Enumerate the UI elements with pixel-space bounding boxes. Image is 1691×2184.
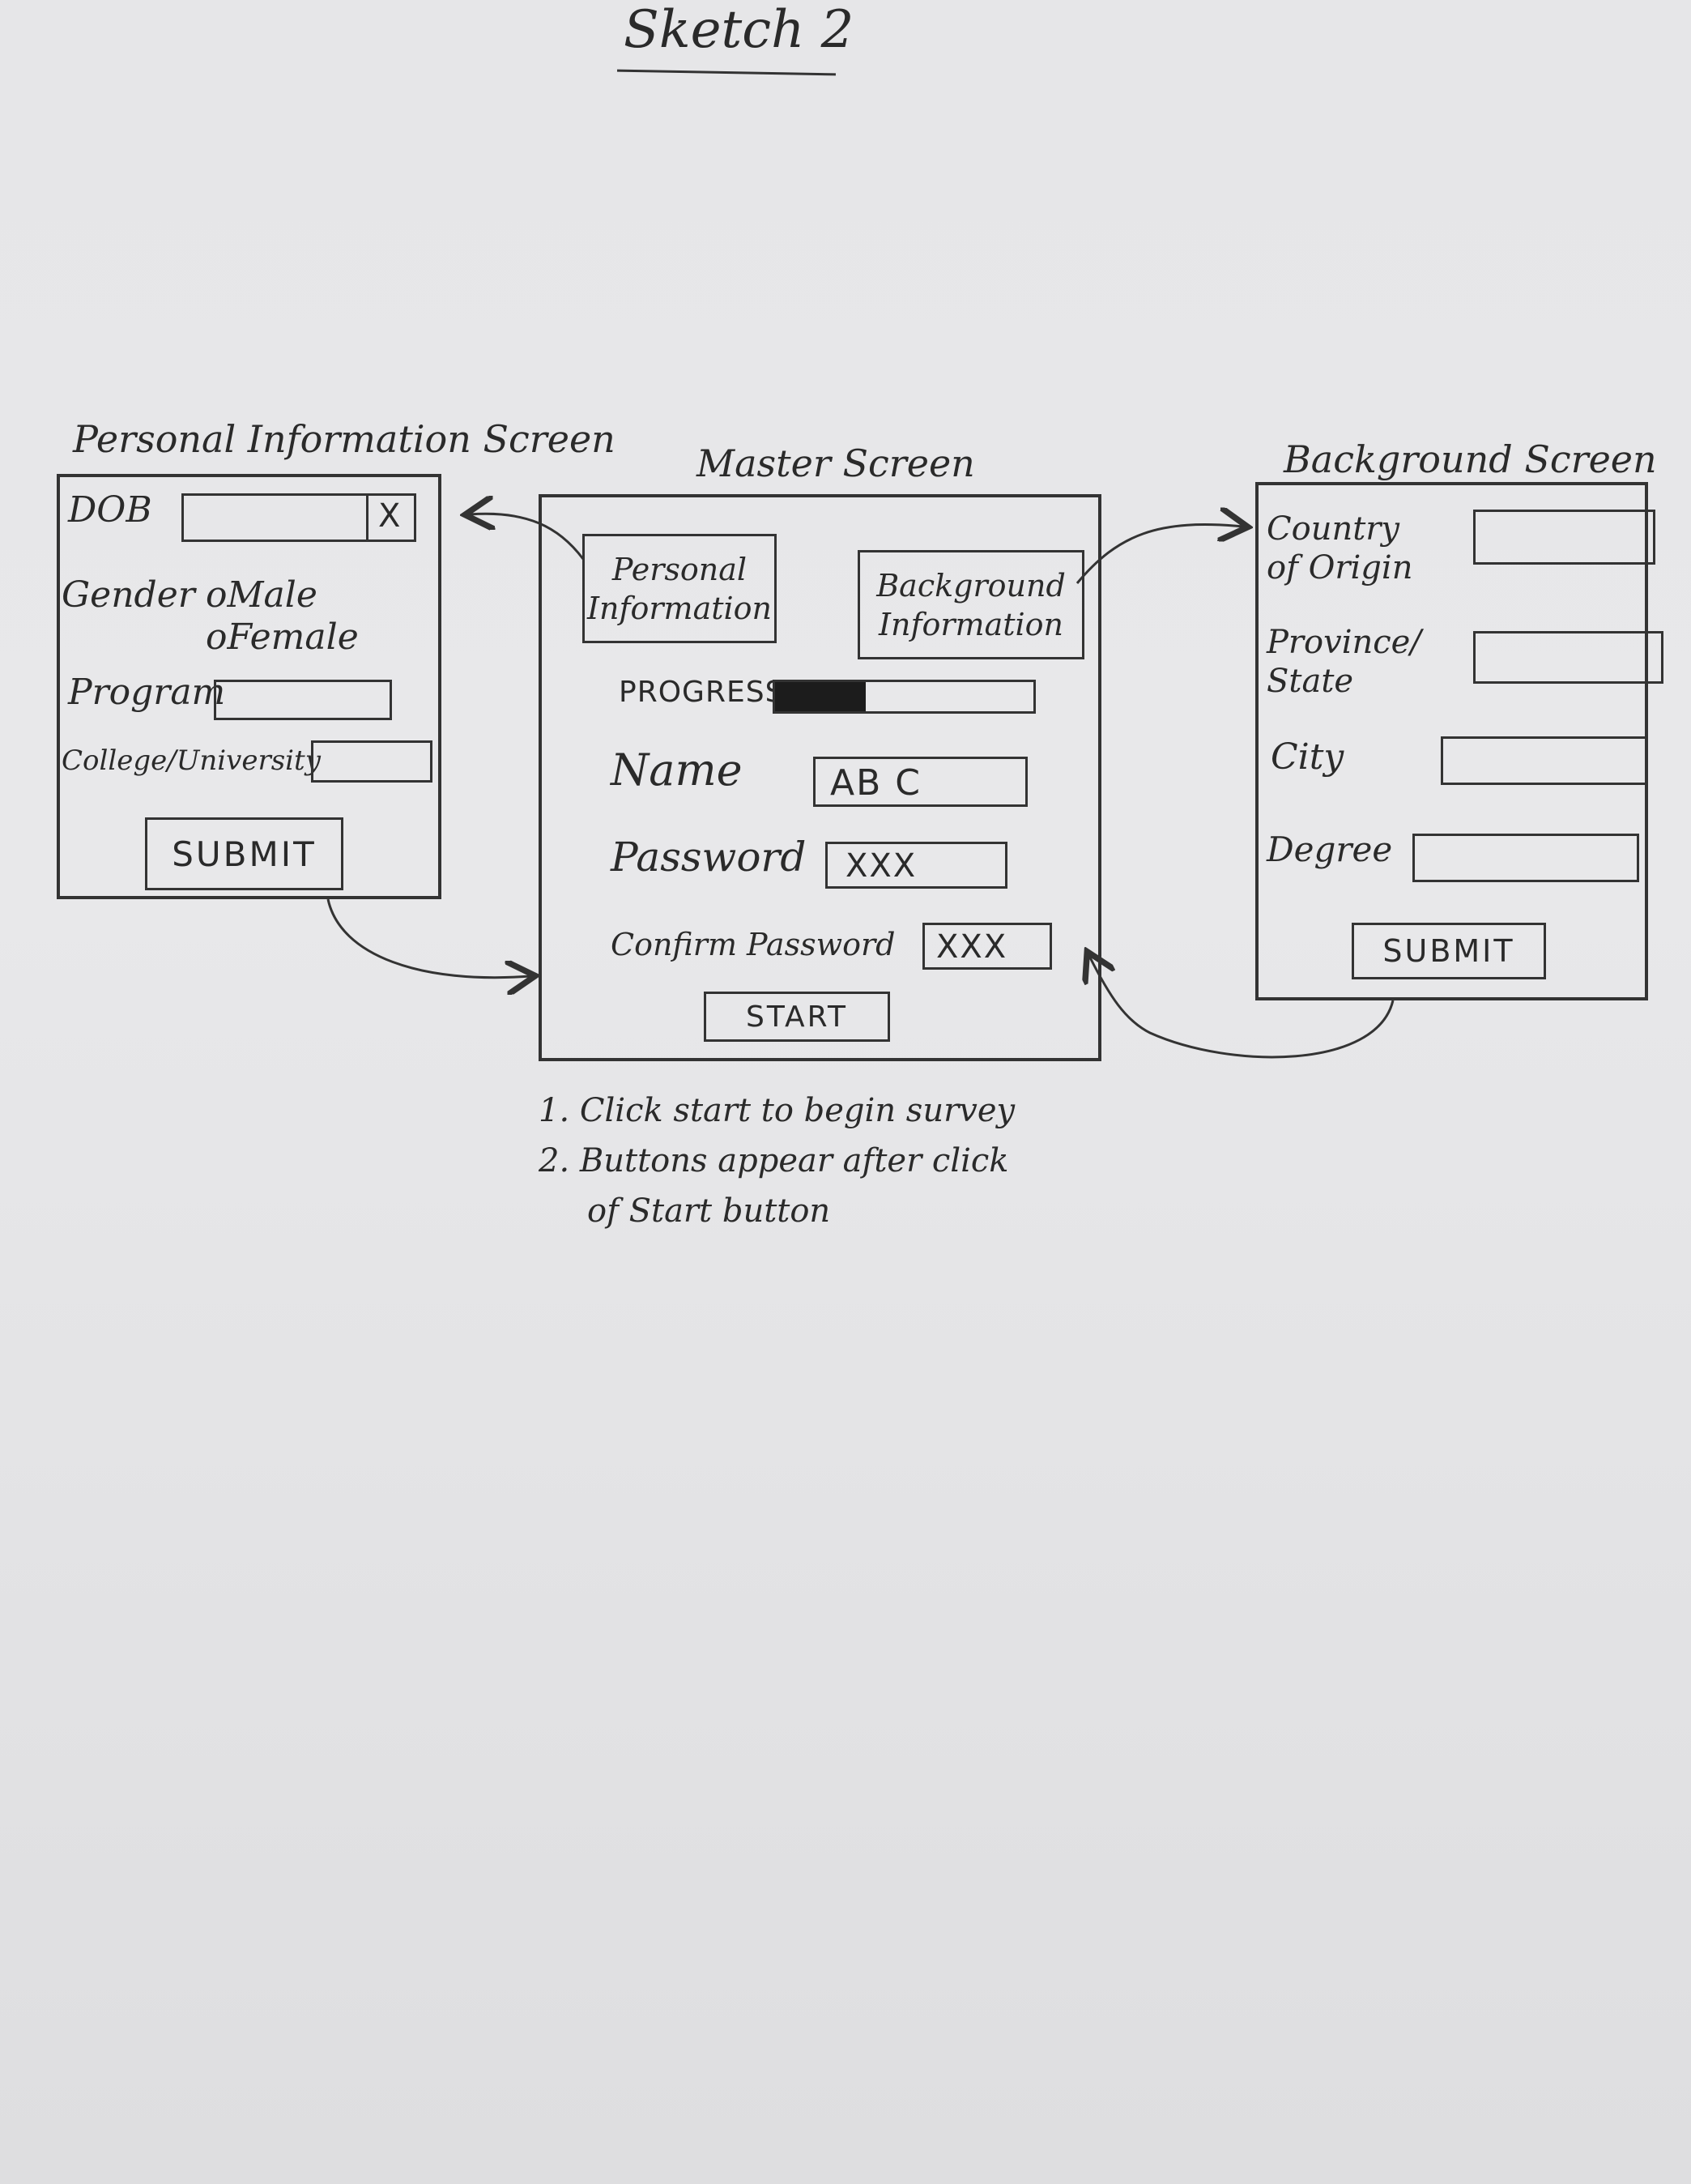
dob-clear-button[interactable]: X	[378, 497, 403, 535]
arrow-master-to-personal	[470, 514, 585, 560]
personal-info-button[interactable]: Personal Information	[582, 534, 777, 643]
gender-option-male[interactable]: oMale	[206, 574, 317, 616]
city-label: City	[1271, 736, 1344, 778]
note-1: 1. Click start to begin survey	[539, 1092, 1016, 1129]
arrow-background-to-master	[1089, 956, 1395, 1059]
name-field[interactable]: AB C	[813, 757, 1028, 807]
country-field[interactable]	[1473, 510, 1655, 565]
confirm-password-label: Confirm Password	[611, 927, 896, 962]
radio-icon: o	[206, 616, 228, 658]
province-label-line2: State	[1267, 663, 1354, 700]
password-value: XXX	[846, 847, 918, 885]
country-label: Country of Origin	[1267, 510, 1412, 587]
confirm-password-field[interactable]: XXX	[922, 923, 1052, 970]
radio-icon: o	[206, 574, 228, 616]
gender-option-female[interactable]: oFemale	[206, 616, 359, 658]
personal-submit-button[interactable]: SUBMIT	[145, 817, 343, 890]
note-2-continued: of Start button	[587, 1192, 831, 1230]
country-label-line2: of Origin	[1267, 549, 1413, 587]
master-screen: Personal Information Background Informat…	[539, 494, 1101, 1061]
arrow-master-to-background	[1076, 525, 1243, 584]
country-label-line1: Country	[1267, 510, 1400, 548]
start-button[interactable]: START	[704, 992, 890, 1042]
dob-field[interactable]: X	[181, 493, 416, 542]
gender-option-female-label: Female	[227, 616, 359, 658]
background-info-button[interactable]: Background Information	[858, 550, 1084, 659]
province-label: Province/ State	[1267, 623, 1421, 701]
dob-label: DOB	[68, 489, 152, 531]
personal-info-screen: DOB X Gender oMale oFemale Program Colle…	[57, 474, 441, 899]
college-label: College/University	[62, 744, 321, 777]
degree-field[interactable]	[1412, 834, 1639, 882]
degree-label: Degree	[1267, 830, 1393, 869]
name-label: Name	[611, 744, 743, 796]
province-label-line1: Province/	[1267, 624, 1421, 661]
password-label: Password	[611, 834, 807, 881]
gender-option-male-label: Male	[227, 574, 317, 616]
notes: 1. Click start to begin survey 2. Button…	[539, 1086, 1015, 1236]
name-value: AB C	[830, 762, 922, 804]
city-field[interactable]	[1441, 736, 1647, 785]
dob-divider	[366, 496, 368, 540]
province-field[interactable]	[1473, 631, 1663, 684]
progress-bar	[773, 680, 1036, 714]
progress-label: PROGRESS	[619, 676, 785, 709]
background-screen-heading: Background Screen	[1284, 437, 1657, 481]
program-field[interactable]	[214, 680, 392, 720]
program-label: Program	[68, 672, 226, 713]
password-field[interactable]: XXX	[825, 842, 1007, 889]
master-screen-heading: Master Screen	[696, 441, 975, 485]
sketch-title: Sketch 2	[624, 0, 854, 60]
gender-label: Gender	[62, 574, 195, 616]
progress-fill	[775, 682, 866, 711]
background-submit-button[interactable]: SUBMIT	[1352, 923, 1546, 979]
background-screen: Country of Origin Province/ State City D…	[1255, 482, 1663, 1000]
personal-screen-heading: Personal Information Screen	[73, 417, 615, 461]
college-field[interactable]	[311, 740, 432, 783]
note-2: 2. Buttons appear after click	[539, 1142, 1009, 1179]
confirm-password-value: XXX	[936, 928, 1008, 966]
arrow-personal-to-master	[326, 898, 530, 978]
